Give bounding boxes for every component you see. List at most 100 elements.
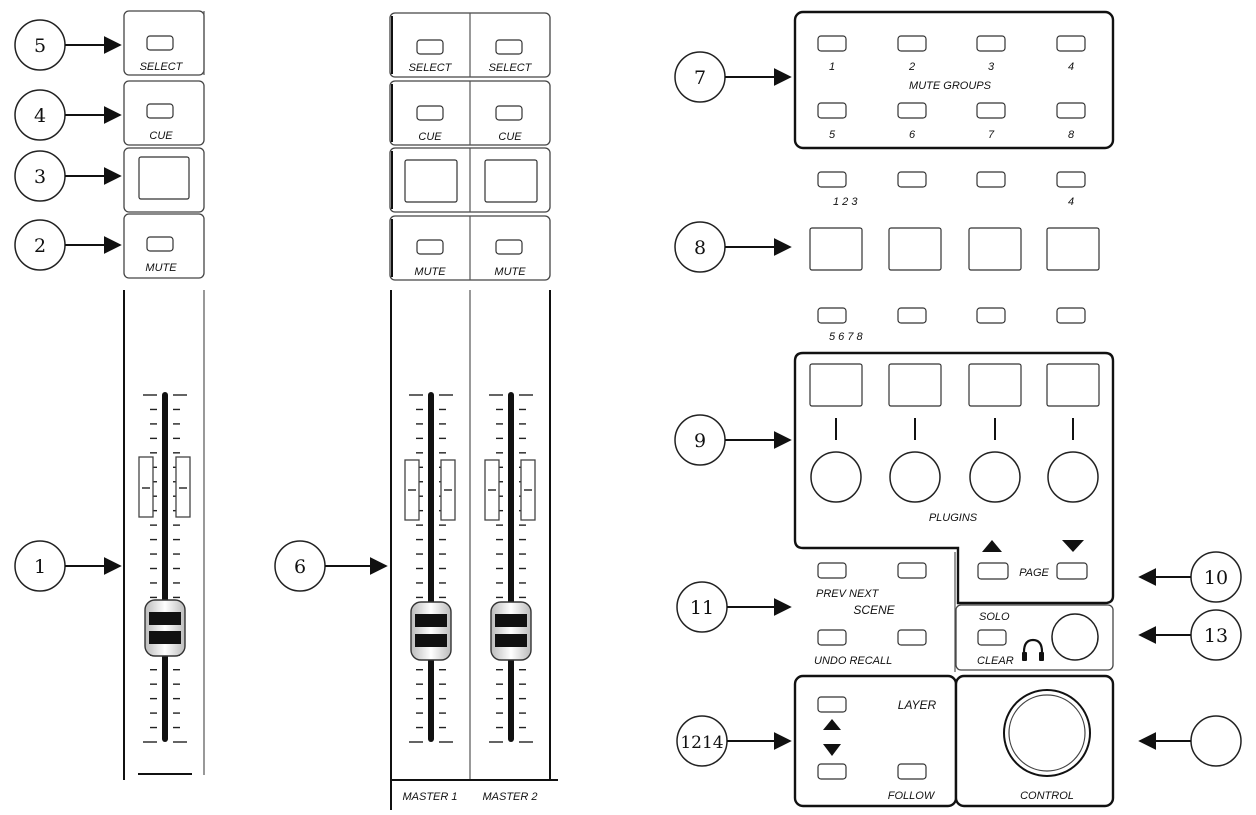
callout-5-number: 5	[34, 35, 46, 57]
callout-1: 1	[14, 540, 122, 592]
plugin-display-1	[809, 363, 863, 407]
master2-cue-button[interactable]	[495, 105, 523, 121]
plugin-knob-1[interactable]	[810, 451, 862, 503]
bank-top-button-4[interactable]	[1056, 171, 1086, 188]
master2-label: MASTER 2	[482, 791, 537, 803]
bank-top-button-3[interactable]	[976, 171, 1006, 188]
callout-5: 5	[14, 19, 122, 71]
mute-group-1-label: 1	[829, 61, 835, 73]
scene-undo-recall-label: UNDO RECALL	[814, 655, 892, 667]
channel-fader-cap[interactable]	[144, 599, 186, 657]
plugin-display-3	[968, 363, 1022, 407]
page-up-button[interactable]	[977, 562, 1009, 580]
callout-8-number: 8	[694, 237, 706, 259]
mute-group-6-button[interactable]	[897, 102, 927, 119]
bank-bottom-button-2[interactable]	[897, 307, 927, 324]
callout-12: 1214	[676, 715, 792, 767]
mute-group-4-label: 4	[1068, 61, 1074, 73]
channel-meter-right	[175, 456, 191, 518]
bank-bottom-button-4[interactable]	[1056, 307, 1086, 324]
channel-select-button[interactable]	[146, 35, 174, 51]
mute-group-8-label: 8	[1068, 129, 1075, 141]
mute-group-7-label: 7	[988, 129, 995, 141]
layer-down-button[interactable]	[817, 763, 847, 780]
mute-group-2-button[interactable]	[897, 35, 927, 52]
bank-bottom-button-3[interactable]	[976, 307, 1006, 324]
bank-top-button-1[interactable]	[817, 171, 847, 188]
headphone-level-knob[interactable]	[1051, 613, 1099, 661]
master1-fader-track	[428, 392, 434, 742]
channel-mute-button[interactable]	[146, 236, 174, 252]
headphone-icon	[1022, 638, 1044, 661]
scene-recall-button[interactable]	[897, 629, 927, 646]
master1-display	[404, 159, 458, 203]
layer-up-arrow-icon	[823, 719, 841, 730]
mute-group-8-button[interactable]	[1056, 102, 1086, 119]
bank-bottom-label: 5 6 7 8	[829, 331, 864, 343]
master1-fader-cap[interactable]	[410, 601, 452, 661]
plugins-label: PLUGINS	[929, 512, 978, 524]
scene-next-button[interactable]	[897, 562, 927, 579]
channel-meter-left	[138, 456, 154, 518]
plugin-knob-3[interactable]	[969, 451, 1021, 503]
channel-select-section: SELECT	[123, 10, 205, 76]
mute-group-4-button[interactable]	[1056, 35, 1086, 52]
bank-top-right-label: 4	[1068, 196, 1074, 208]
page-down-button[interactable]	[1056, 562, 1088, 580]
mute-group-3-button[interactable]	[976, 35, 1006, 52]
mute-group-1-button[interactable]	[817, 35, 847, 52]
master1-cue-button[interactable]	[416, 105, 444, 121]
master1-cue-label: CUE	[418, 131, 442, 143]
plugin-knob-2[interactable]	[889, 451, 941, 503]
master1-mute-button[interactable]	[416, 239, 444, 255]
callout-10-number: 10	[1204, 567, 1228, 589]
callout-11: 11	[676, 581, 792, 633]
master-select-section: SELECT SELECT	[389, 12, 551, 78]
master2-mute-button[interactable]	[495, 239, 523, 255]
layer-down-arrow-icon	[823, 744, 841, 756]
master1-select-button[interactable]	[416, 39, 444, 55]
scene-undo-button[interactable]	[817, 629, 847, 646]
layer-follow-label: FOLLOW	[888, 790, 936, 802]
callout-8: 8	[674, 221, 792, 273]
bank-top-button-2[interactable]	[897, 171, 927, 188]
channel-mute-label: MUTE	[145, 262, 177, 274]
callout-13-number: 13	[1204, 625, 1228, 647]
solo-clear-button[interactable]	[977, 629, 1007, 646]
control-encoder-inner	[1008, 694, 1086, 772]
solo-panel: SOLO CLEAR	[955, 604, 1114, 671]
callouts: 5 4 3 2 1 6 7	[14, 19, 1242, 767]
channel-fader-section	[123, 290, 205, 780]
layer-title: LAYER	[898, 698, 937, 712]
scene-prev-button[interactable]	[817, 562, 847, 579]
channel-select-label: SELECT	[140, 61, 184, 73]
master-strips: SELECT SELECT CUE CUE MUTE MUTE	[389, 12, 558, 810]
mute-groups-panel: 1 2 3 4 MUTE GROUPS 5 6 7 8	[793, 10, 1115, 150]
layer-follow-button[interactable]	[897, 763, 927, 780]
page-up-arrow-icon	[982, 540, 1002, 552]
callout-2-number: 2	[34, 235, 46, 257]
master2-cue-label: CUE	[498, 131, 522, 143]
master2-select-button[interactable]	[495, 39, 523, 55]
mute-group-7-button[interactable]	[976, 102, 1006, 119]
master2-select-label: SELECT	[489, 62, 533, 74]
callout-15	[1138, 715, 1242, 767]
callout-4: 4	[14, 89, 122, 141]
callout-6: 6	[274, 540, 388, 592]
control-panel: CONTROL	[954, 674, 1115, 808]
scene-prev-next-label: PREV NEXT	[816, 588, 880, 600]
master2-fader-cap[interactable]	[490, 601, 532, 661]
channel-display	[138, 156, 190, 200]
mute-group-6-label: 6	[909, 129, 916, 141]
bank-display-1	[809, 227, 863, 271]
bank-display-4	[1046, 227, 1100, 271]
bank-bottom-button-1[interactable]	[817, 307, 847, 324]
plugins-panel: PLUGINS PAGE	[793, 351, 1115, 605]
layer-up-button[interactable]	[817, 696, 847, 713]
channel-cue-section: CUE	[123, 80, 205, 146]
channel-display-section	[123, 147, 205, 213]
plugin-knob-4[interactable]	[1047, 451, 1099, 503]
mute-group-5-button[interactable]	[817, 102, 847, 119]
channel-cue-button[interactable]	[146, 103, 174, 119]
